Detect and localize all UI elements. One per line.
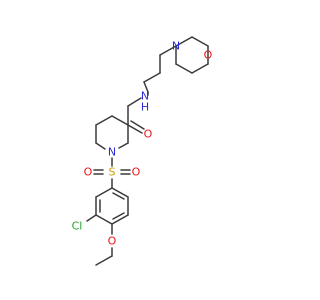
bond bbox=[175, 63, 193, 74]
bond bbox=[95, 214, 113, 225]
ethyl-linker bbox=[143, 45, 177, 96]
bond bbox=[143, 81, 149, 93]
bond bbox=[143, 72, 161, 83]
sulfonyl-oxygen-left-label: O bbox=[84, 166, 93, 179]
bond bbox=[95, 115, 113, 126]
bond bbox=[95, 142, 106, 150]
amide-group bbox=[127, 97, 145, 134]
sulfonyl-group bbox=[93, 157, 131, 189]
bond bbox=[159, 45, 177, 56]
piperidine-nitrogen-label: N bbox=[108, 146, 116, 159]
piperidine-ring bbox=[95, 115, 129, 150]
bond bbox=[175, 36, 193, 47]
ether-oxygen-label: O bbox=[108, 235, 117, 248]
bond bbox=[127, 124, 143, 134]
bond bbox=[95, 255, 113, 266]
atom-labels: N O N H O N S O O Cl O bbox=[72, 40, 213, 248]
amide-oxygen-label: O bbox=[144, 128, 153, 141]
substituents bbox=[86, 214, 113, 266]
amide-nitrogen-label: N bbox=[141, 90, 149, 103]
bond bbox=[130, 120, 145, 130]
sulfonyl-oxygen-right-label: O bbox=[132, 166, 141, 179]
bond bbox=[111, 214, 129, 225]
bond bbox=[191, 63, 209, 74]
morpholine-oxygen-label: O bbox=[204, 49, 213, 62]
bond bbox=[118, 142, 129, 149]
bond bbox=[111, 115, 129, 126]
bond bbox=[127, 97, 142, 107]
chlorine-label: Cl bbox=[72, 220, 83, 233]
morpholine-ring bbox=[175, 36, 209, 74]
bond bbox=[111, 187, 129, 198]
molecule-structure: N O N H O N S O O Cl O bbox=[72, 36, 213, 266]
bond bbox=[112, 212, 125, 220]
bond bbox=[112, 192, 125, 200]
bond bbox=[191, 36, 209, 47]
molecule-canvas: N O N H O N S O O Cl O bbox=[71, 36, 213, 266]
sulfur-label: S bbox=[109, 166, 116, 179]
benzene-ring bbox=[95, 187, 129, 225]
amide-hydrogen-label: H bbox=[141, 101, 149, 114]
morpholine-nitrogen-label: N bbox=[172, 40, 180, 53]
bond bbox=[95, 187, 113, 198]
bond bbox=[86, 214, 97, 222]
